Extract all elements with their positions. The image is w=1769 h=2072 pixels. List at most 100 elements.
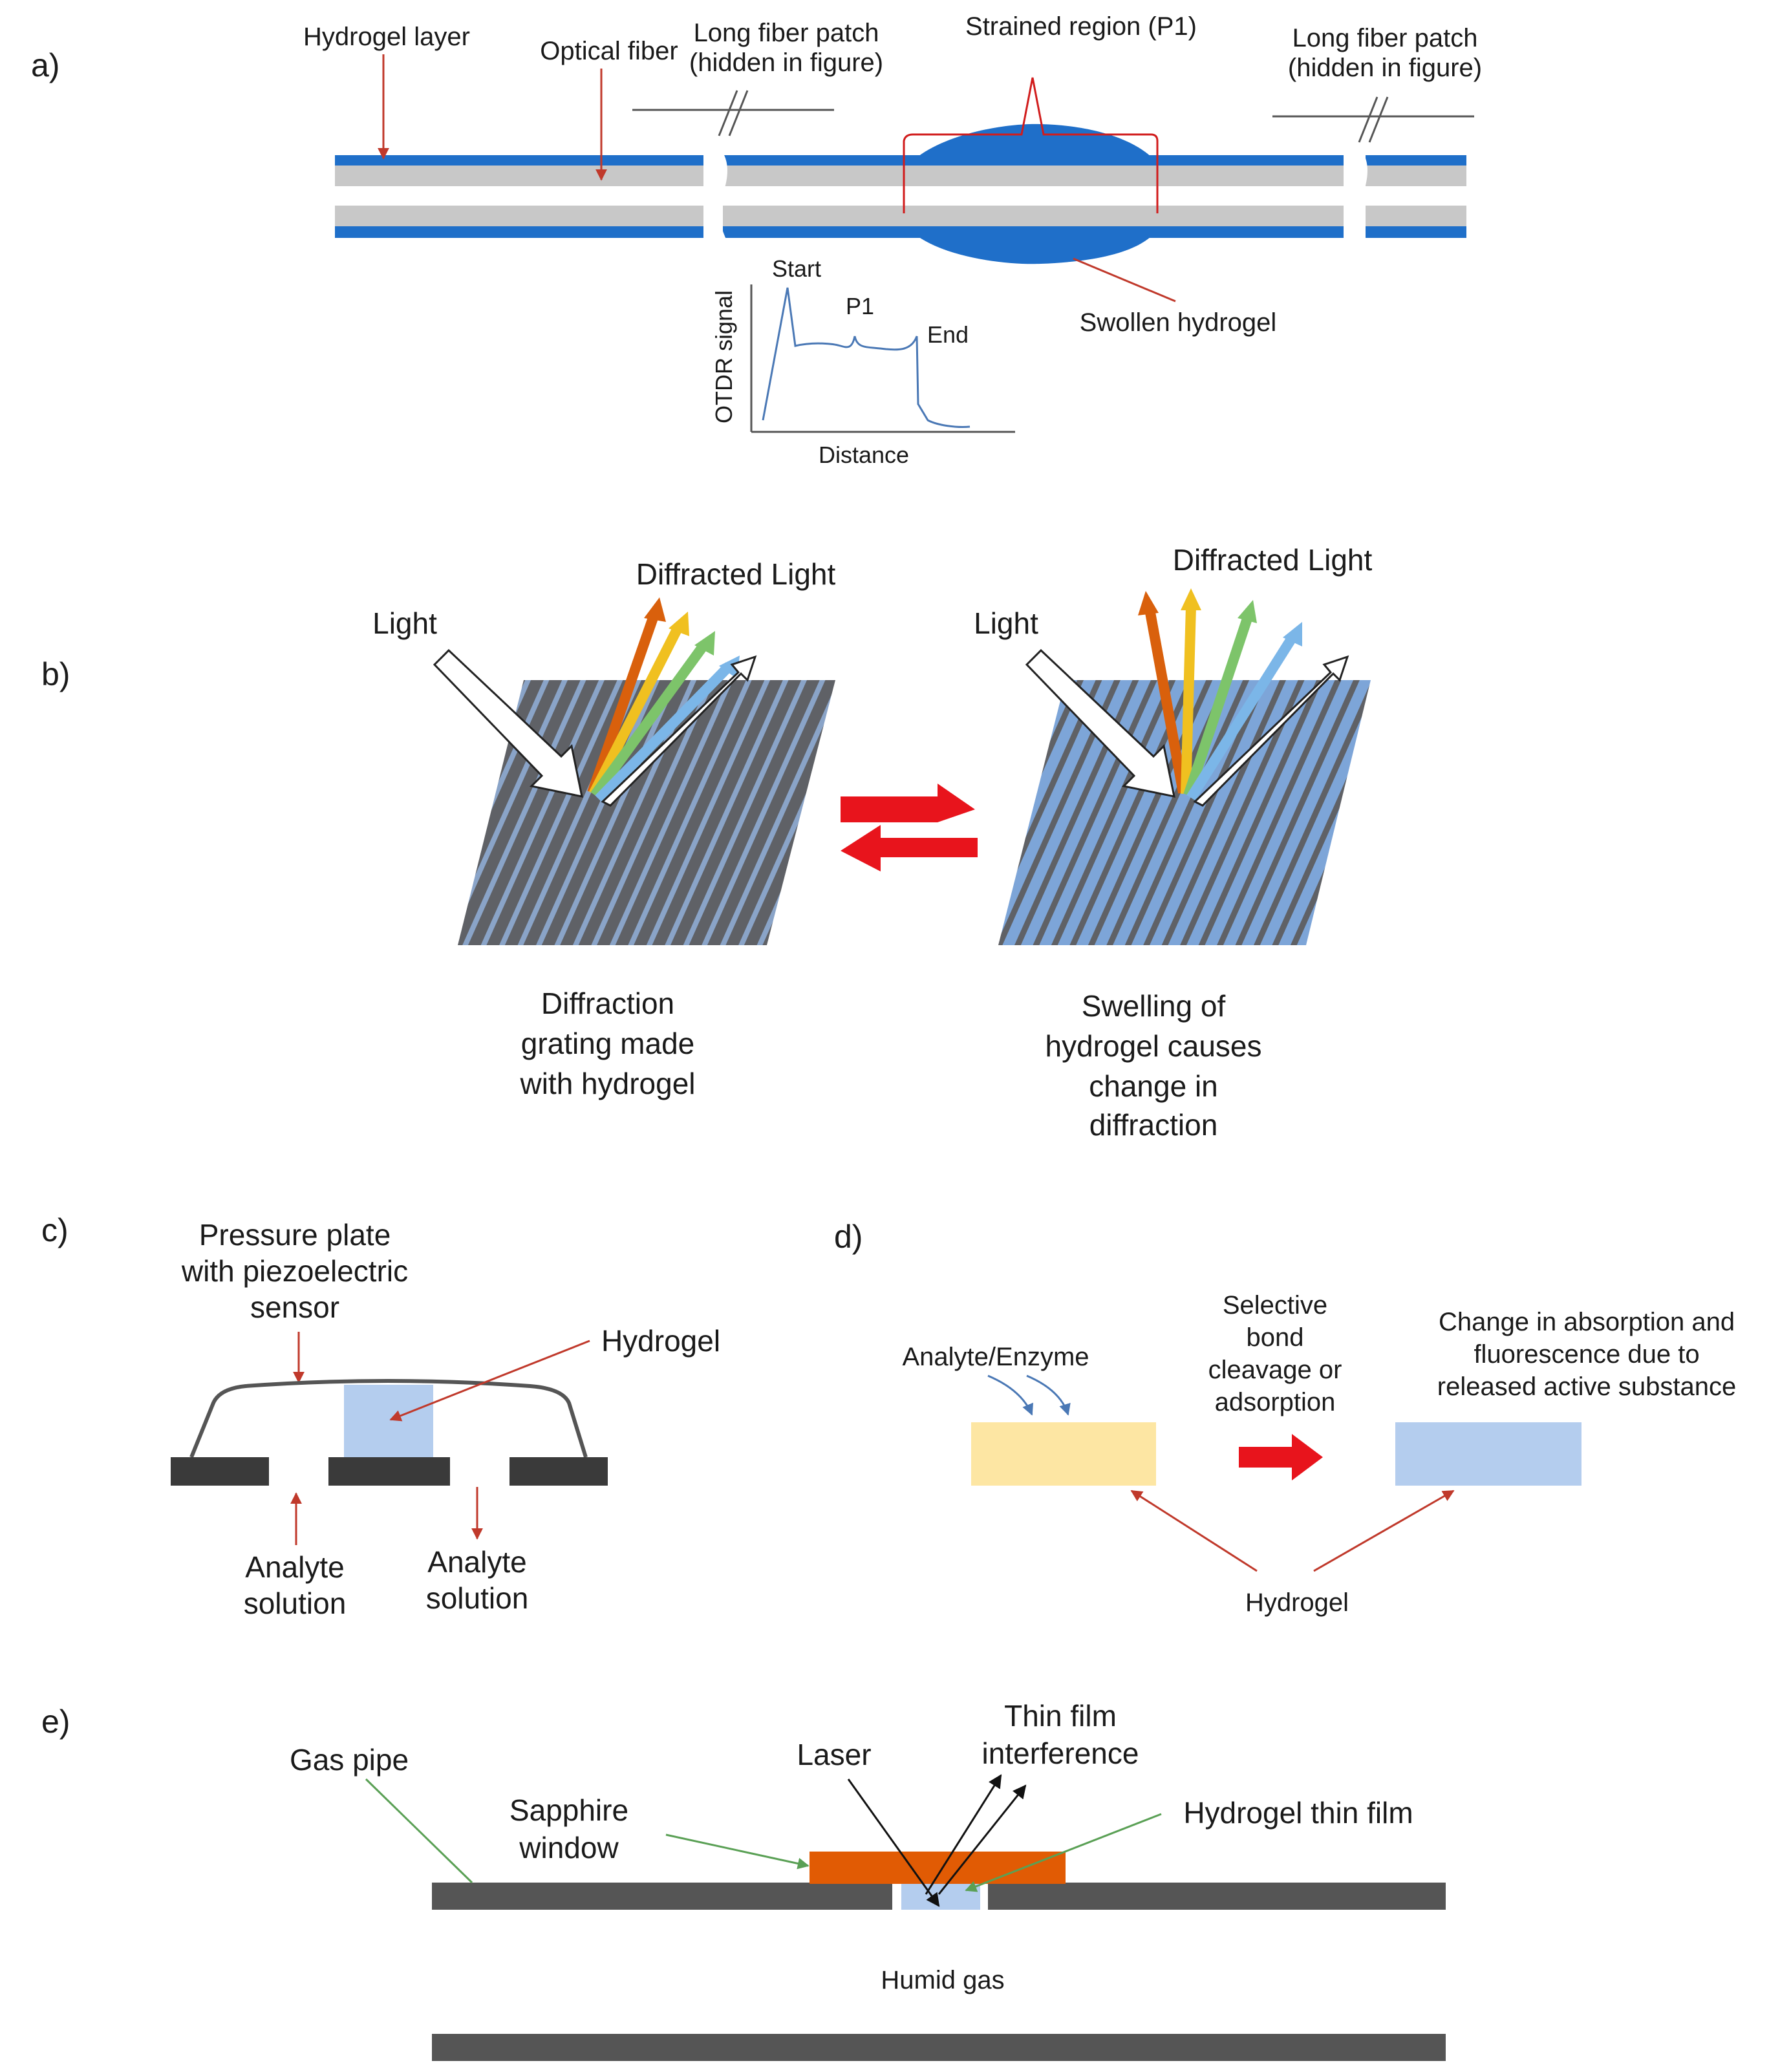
ray-green-left (590, 641, 709, 798)
pressure-plate (189, 1379, 588, 1458)
label-sapphire-1: Sapphire (509, 1793, 628, 1827)
patch-break-mark (718, 90, 738, 136)
label-analyte-in-2: solution (244, 1586, 347, 1620)
panel-b-letter: b) (41, 656, 70, 692)
pointer-hydrogel-c (389, 1340, 590, 1422)
ray-blue-left (595, 662, 733, 803)
otdr-end-label: End (927, 321, 969, 348)
panel-c: c) Pressure plate with piezoelectric sen… (41, 1212, 720, 1620)
hydrogel-layer-bottom-mid (723, 226, 1344, 238)
ray-arrowhead (644, 597, 666, 622)
label-analyte-out-1: Analyte (427, 1545, 526, 1579)
strained-region-bracket (903, 77, 1159, 213)
hydrogel-before (971, 1422, 1156, 1486)
label-hydrogel-layer: Hydrogel layer (303, 23, 470, 51)
ray-orange-left (587, 612, 659, 795)
label-humid-gas: Humid gas (881, 1966, 1004, 1994)
ray-arrowhead (1138, 591, 1159, 615)
ray-arrowhead (1238, 600, 1257, 623)
panel-d-letter: d) (834, 1219, 863, 1255)
panel-d: d) Analyte/Enzyme Selective bond cleavag… (834, 1219, 1736, 1617)
ray-arrowhead (1283, 622, 1302, 646)
label-pressure-plate-3: sensor (250, 1290, 339, 1324)
label-process-3: cleavage or (1208, 1356, 1342, 1384)
ray-yellow-left (588, 623, 684, 796)
hydrogel-thin-film (901, 1883, 980, 1910)
reflected-beam-1 (925, 1774, 1002, 1895)
panel-a: a) (31, 12, 1482, 468)
ray-arrowhead (694, 631, 715, 656)
patch-break-mark (1358, 96, 1378, 143)
hydrogel-layer-top-left (335, 155, 703, 166)
reflected-light-left (601, 655, 757, 807)
label-patch-left-1: Long fiber patch (694, 19, 879, 47)
gas-pipe-top-right (988, 1883, 1446, 1910)
pointer-sapphire-window (665, 1833, 809, 1870)
label-process-2: bond (1247, 1323, 1304, 1352)
diffraction-grating-swollen (998, 680, 1371, 945)
label-strained-region: Strained region (P1) (965, 12, 1197, 41)
label-optical-fiber: Optical fiber (540, 37, 678, 65)
diffracted-label-right: Diffracted Light (1173, 543, 1373, 577)
gas-pipe-bottom (432, 2034, 1446, 2061)
label-analyte-in-1: Analyte (245, 1550, 344, 1584)
swollen-hydrogel-top (918, 123, 1151, 156)
reflected-beam-2 (938, 1784, 1027, 1895)
otdr-xlabel: Distance (819, 442, 909, 468)
pointer-hydrogel-after (1313, 1490, 1455, 1572)
diffracted-label-left: Diffracted Light (636, 557, 836, 591)
fiber-break-left (703, 153, 727, 240)
pointer-hydrogel-thin-film (965, 1813, 1162, 1892)
analyte-arrow-1 (987, 1374, 1033, 1416)
panel-a-letter: a) (31, 47, 59, 83)
label-patch-right-2: (hidden in figure) (1288, 54, 1482, 82)
sapphire-window (809, 1852, 1066, 1884)
light-label-left: Light (372, 606, 437, 640)
otdr-p1-label: P1 (846, 293, 874, 319)
panel-c-letter: c) (41, 1212, 69, 1248)
reverse-arrow (841, 825, 978, 871)
label-result-2: fluorescence due to (1474, 1340, 1699, 1369)
pointer-hydrogel-before (1130, 1490, 1258, 1572)
pointer-swollen-hydrogel (1073, 257, 1176, 303)
label-result-3: released active substance (1437, 1372, 1737, 1401)
process-arrow (1239, 1434, 1323, 1480)
caption-left-1: Diffraction (541, 987, 674, 1020)
caption-right-3: change in (1089, 1069, 1218, 1103)
diffracted-rays-left (587, 597, 757, 807)
ray-green-right (1183, 615, 1253, 797)
label-analyte-out-2: solution (426, 1581, 529, 1615)
swollen-hydrogel-bottom (918, 237, 1151, 264)
ray-arrowhead (669, 612, 689, 636)
laser-beam (847, 1778, 940, 1907)
reflected-light-right (1193, 655, 1349, 807)
label-patch-left-2: (hidden in figure) (689, 48, 883, 77)
fiber-core-bottom-mid (723, 206, 1344, 226)
caption-right-4: diffraction (1089, 1108, 1218, 1142)
label-gas-pipe: Gas pipe (290, 1743, 409, 1777)
label-laser: Laser (797, 1738, 871, 1771)
label-hydrogel-thin-film: Hydrogel thin film (1183, 1796, 1413, 1830)
base-block-left (171, 1457, 269, 1486)
incident-light-arrow-right (1025, 648, 1175, 798)
hydrogel-layer-top-mid (723, 155, 1344, 166)
forward-arrow (841, 784, 975, 822)
label-thin-film-2: interference (982, 1736, 1139, 1770)
caption-right-1: Swelling of (1082, 989, 1226, 1023)
label-hydrogel-c: Hydrogel (601, 1324, 720, 1358)
reversible-arrows (841, 784, 978, 871)
ray-orange-right (1144, 608, 1188, 794)
label-swollen-hydrogel: Swollen hydrogel (1080, 308, 1277, 337)
hydrogel-layer-bottom-right (1366, 226, 1466, 238)
analyte-arrow-2 (1026, 1374, 1071, 1416)
diffraction-grating-original (458, 680, 835, 945)
base-block-center (328, 1457, 450, 1486)
panel-b: b) Light Diffracted Light (41, 543, 1372, 1142)
hydrogel-layer-bottom-left (335, 226, 703, 238)
caption-right-2: hydrogel causes (1045, 1029, 1262, 1063)
fiber-core-bottom-right (1366, 206, 1466, 226)
patch-break-mark (728, 90, 749, 136)
base-block-right (509, 1457, 608, 1486)
label-thin-film-1: Thin film (1004, 1699, 1117, 1733)
